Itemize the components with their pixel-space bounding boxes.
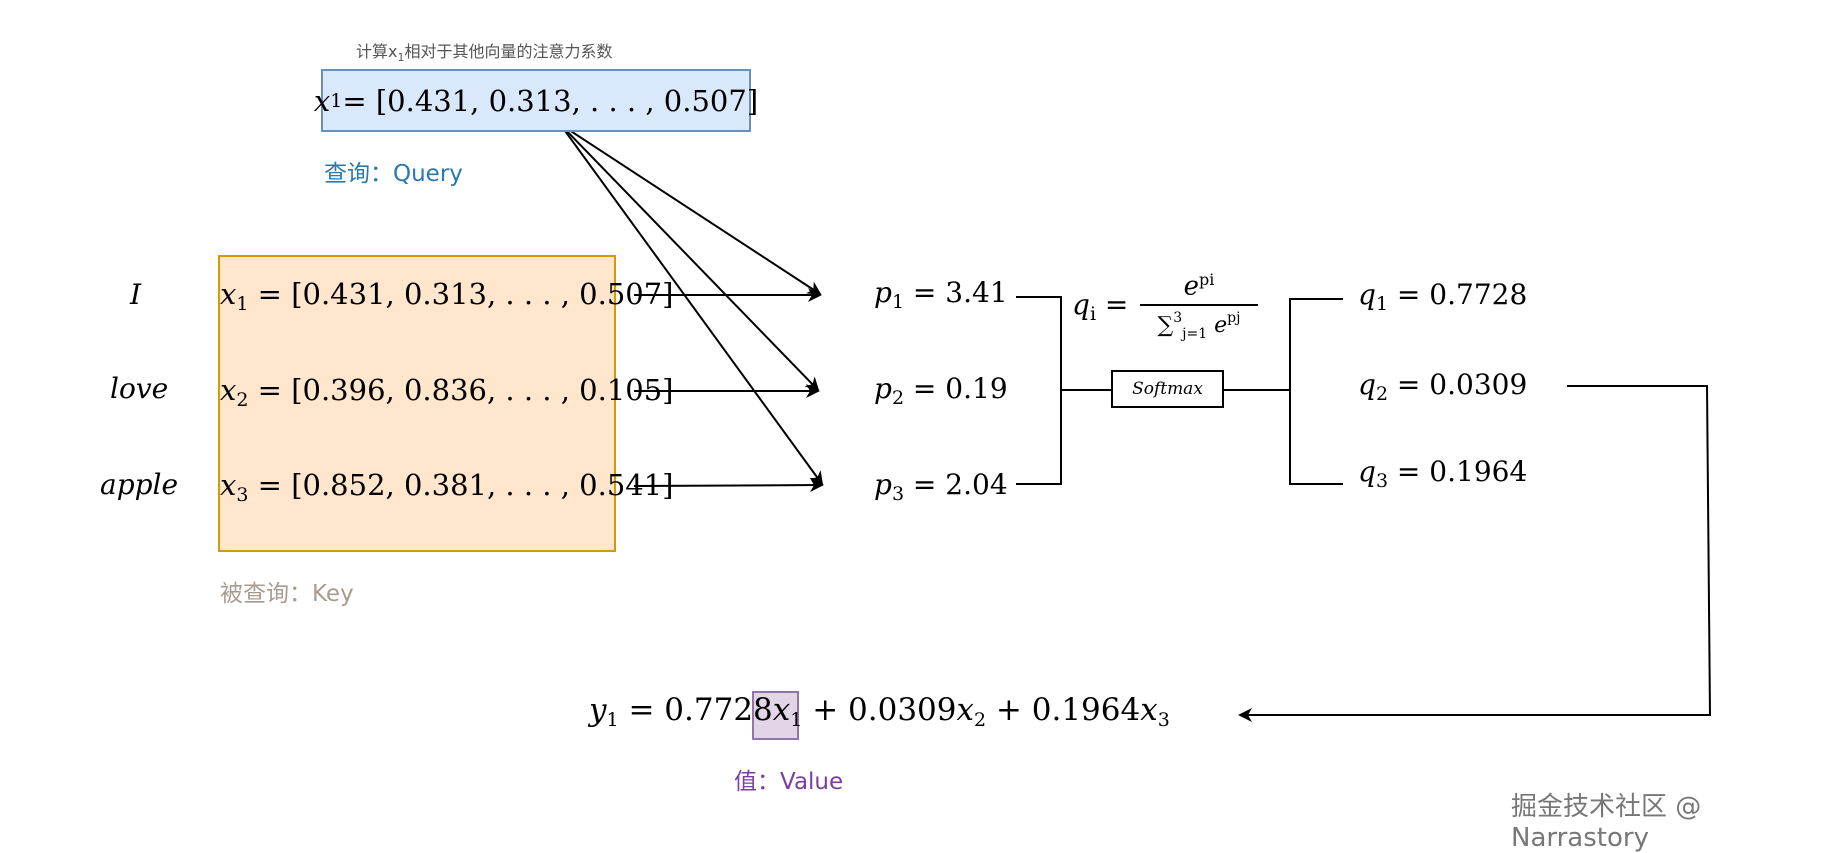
query-label: 查询：Query [324,161,463,187]
softmax-box: Softmax [1111,370,1224,408]
score-p1: p1 = 3.41 [874,276,1008,313]
score-p2: p2 = 0.19 [874,372,1008,409]
arrow-query-p3 [559,123,824,486]
bracket-scores [1016,296,1062,485]
weight-q2: q2 = 0.0309 [1358,368,1528,405]
value-highlight [752,691,799,740]
token-word-apple: apple [100,468,179,501]
key-label: 被查询：Key [220,581,354,607]
arrow-query-p2 [559,123,820,392]
bracket-weights [1289,298,1343,485]
key-vectors-box: x1 = [0.431, 0.313, . . . , 0.507] x2 = … [218,255,674,552]
value-label: 值：Value [734,769,844,795]
score-p3: p3 = 2.04 [874,468,1008,505]
key-vector-row: x3 = [0.852, 0.381, . . . , 0.541] [220,468,674,506]
key-vector-row: x2 = [0.396, 0.836, . . . , 0.105] [220,373,674,411]
arrow-key3-p3 [633,478,824,493]
token-word-love: love [110,372,169,405]
watermark: 掘金技术社区 @ Narrastory [1511,792,1702,853]
output-equation: y1 = 0.7728x1 + 0.0309x2 + 0.1964x3 [589,692,1170,731]
query-caption: 计算x1相对于其他向量的注意力系数 [356,42,613,65]
weight-q3: q3 = 0.1964 [1358,455,1528,492]
arrow-query-p1 [559,123,822,296]
token-word-i: I [130,278,142,311]
arrow-weights-output [1238,385,1712,722]
key-vector-row: x1 = [0.431, 0.313, . . . , 0.507] [220,277,674,315]
weight-q1: q1 = 0.7728 [1358,278,1528,315]
